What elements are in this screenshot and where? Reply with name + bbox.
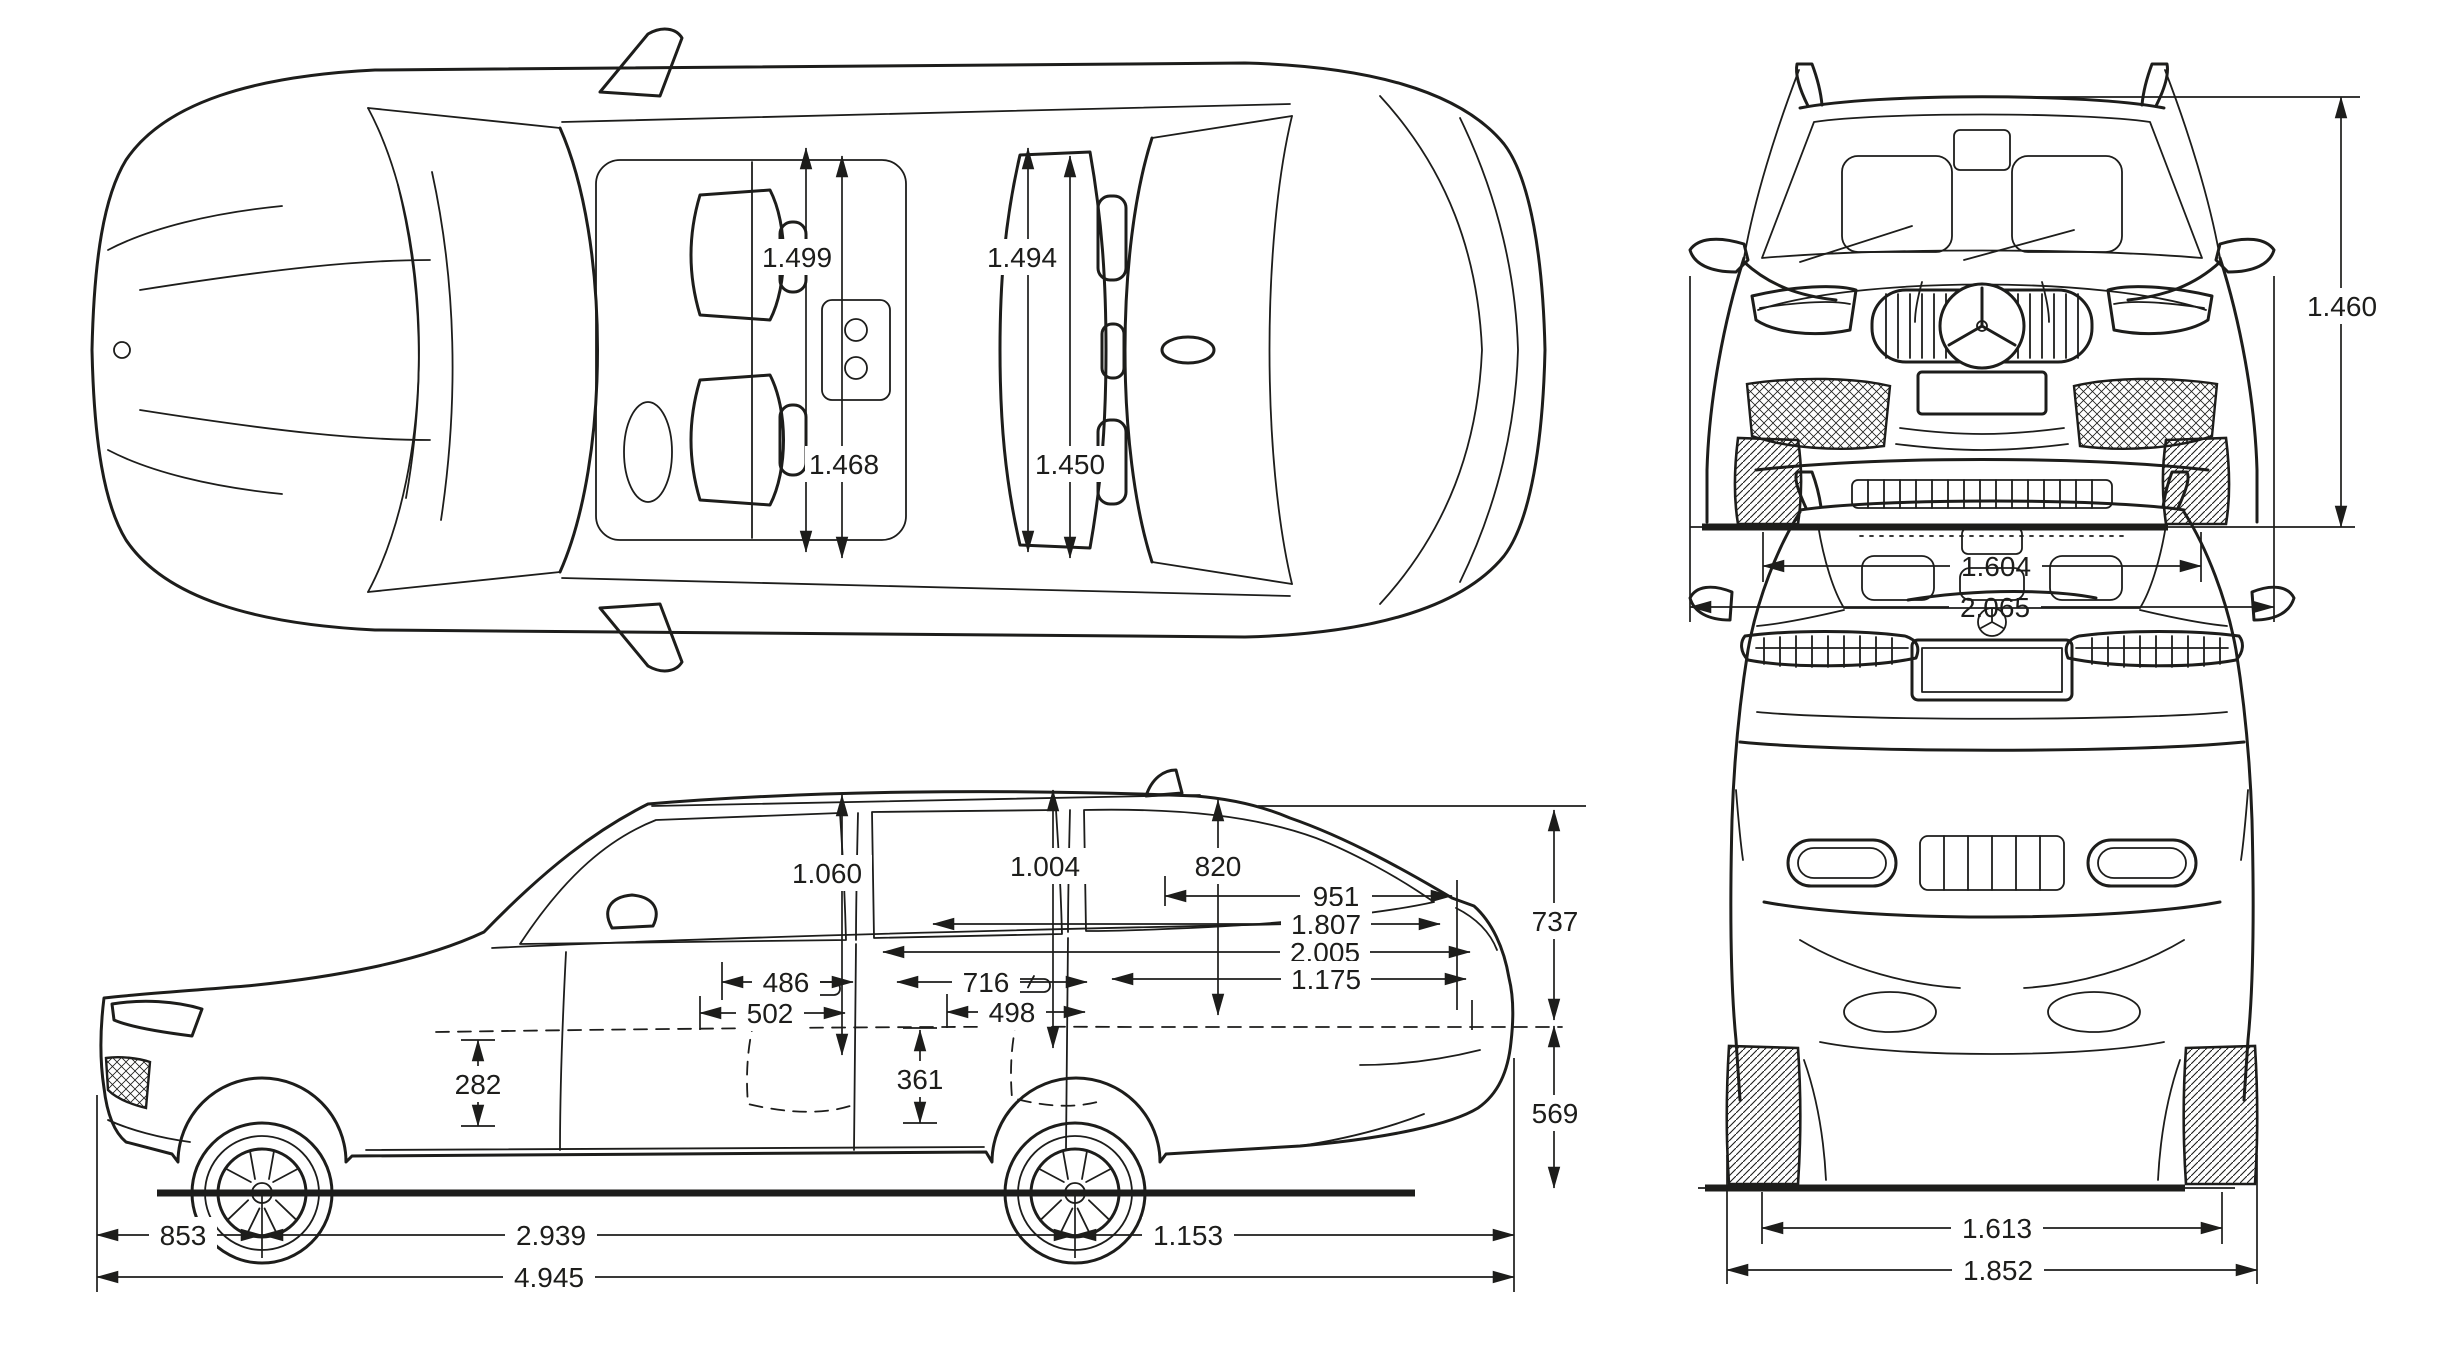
dim-front-overhang: 853 <box>96 1217 263 1253</box>
dim-overall-length: 4.945 <box>96 1259 1515 1295</box>
top-view-dimensions: 1.499 1.468 1.494 1.450 <box>757 147 1109 559</box>
dim-front-seat-height: 282 <box>444 1039 512 1127</box>
dim-rear-headroom: 1.004 <box>1000 789 1090 1049</box>
dim-wheelbase: 2.939 <box>261 1217 1076 1253</box>
dim-rear-overhang: 1.153 <box>1074 1217 1515 1253</box>
dim-front-legroom: 486 <box>721 964 854 1000</box>
dim-label: 1.613 <box>1962 1213 2032 1244</box>
dim-label: 486 <box>763 967 810 998</box>
rear-view-dimensions: 1.613 1.852 <box>1726 1155 2258 1288</box>
dim-label: 1.175 <box>1291 964 1361 995</box>
dim-label: 1.499 <box>762 242 832 273</box>
dim-label: 1.460 <box>2307 291 2377 322</box>
dim-tailgate-opening-height: 737 <box>1520 809 1590 1021</box>
dim-front-track: 1.604 <box>1762 532 2202 584</box>
right-mirror-front <box>2214 237 2276 274</box>
dim-label: 1.153 <box>1153 1220 1223 1251</box>
dim-front-headroom: 1.060 <box>782 794 872 1056</box>
side-view-drawing <box>99 768 1563 1265</box>
dim-label: 1.852 <box>1963 1255 2033 1286</box>
left-mirror-front <box>1688 237 1750 274</box>
dim-cargo-opening-height: 820 <box>1185 799 1252 1016</box>
dim-rear-track: 1.613 <box>1761 1192 2223 1246</box>
dim-rear-seat-height: 361 <box>886 1029 954 1124</box>
front-view-drawing <box>1688 62 2355 531</box>
side-view-dimensions: 1.060 1.004 820 951 1.807 2.005 <box>96 789 1590 1295</box>
dim-label: 737 <box>1532 906 1579 937</box>
dim-label: 1.494 <box>987 242 1057 273</box>
license-plate-front <box>1916 370 2048 416</box>
dim-cargo-length-upper: 1.175 <box>1111 961 1467 997</box>
dim-rear-interior-width-b: 1.450 <box>1031 155 1109 559</box>
top-view-drawing <box>90 27 1547 673</box>
left-mirror-plan <box>598 27 684 98</box>
dim-label: 716 <box>963 967 1010 998</box>
left-mirror-rear <box>1688 585 1734 622</box>
dim-label: 1.004 <box>1010 851 1080 882</box>
dim-load-sill-height: 569 <box>1520 1025 1590 1189</box>
dim-label: 2.939 <box>516 1220 586 1251</box>
dim-label: 1.468 <box>809 449 879 480</box>
rear-view-drawing <box>1688 470 2296 1192</box>
exhaust-tips <box>1786 838 2198 888</box>
dim-label: 820 <box>1195 851 1242 882</box>
dim-label: 502 <box>747 998 794 1029</box>
right-mirror-rear <box>2250 585 2296 622</box>
dim-front-interior-width-a: 1.499 <box>757 147 837 553</box>
dim-label: 282 <box>455 1069 502 1100</box>
dim-label: 498 <box>989 997 1036 1028</box>
license-plate-rear <box>1910 638 2074 702</box>
dim-label: 4.945 <box>514 1262 584 1293</box>
dim-label: 1.604 <box>1961 551 2031 582</box>
dim-label: 361 <box>897 1064 944 1095</box>
right-mirror-plan <box>598 602 684 673</box>
dim-label: 1.450 <box>1035 449 1105 480</box>
dim-rear-interior-width-a: 1.494 <box>983 147 1061 553</box>
dim-label: 853 <box>160 1220 207 1251</box>
dim-front-interior-width-b: 1.468 <box>805 155 883 559</box>
dim-rear-seat-depth: 498 <box>946 994 1086 1030</box>
dim-label: 1.060 <box>792 858 862 889</box>
dim-overall-height: 1.460 <box>2299 96 2385 528</box>
dim-body-width: 1.852 <box>1726 1155 2258 1288</box>
dim-front-seat-depth: 502 <box>699 995 846 1031</box>
side-mirror <box>606 893 658 930</box>
mercedes-star-icon-rear <box>1977 607 2007 637</box>
dim-label: 569 <box>1532 1098 1579 1129</box>
